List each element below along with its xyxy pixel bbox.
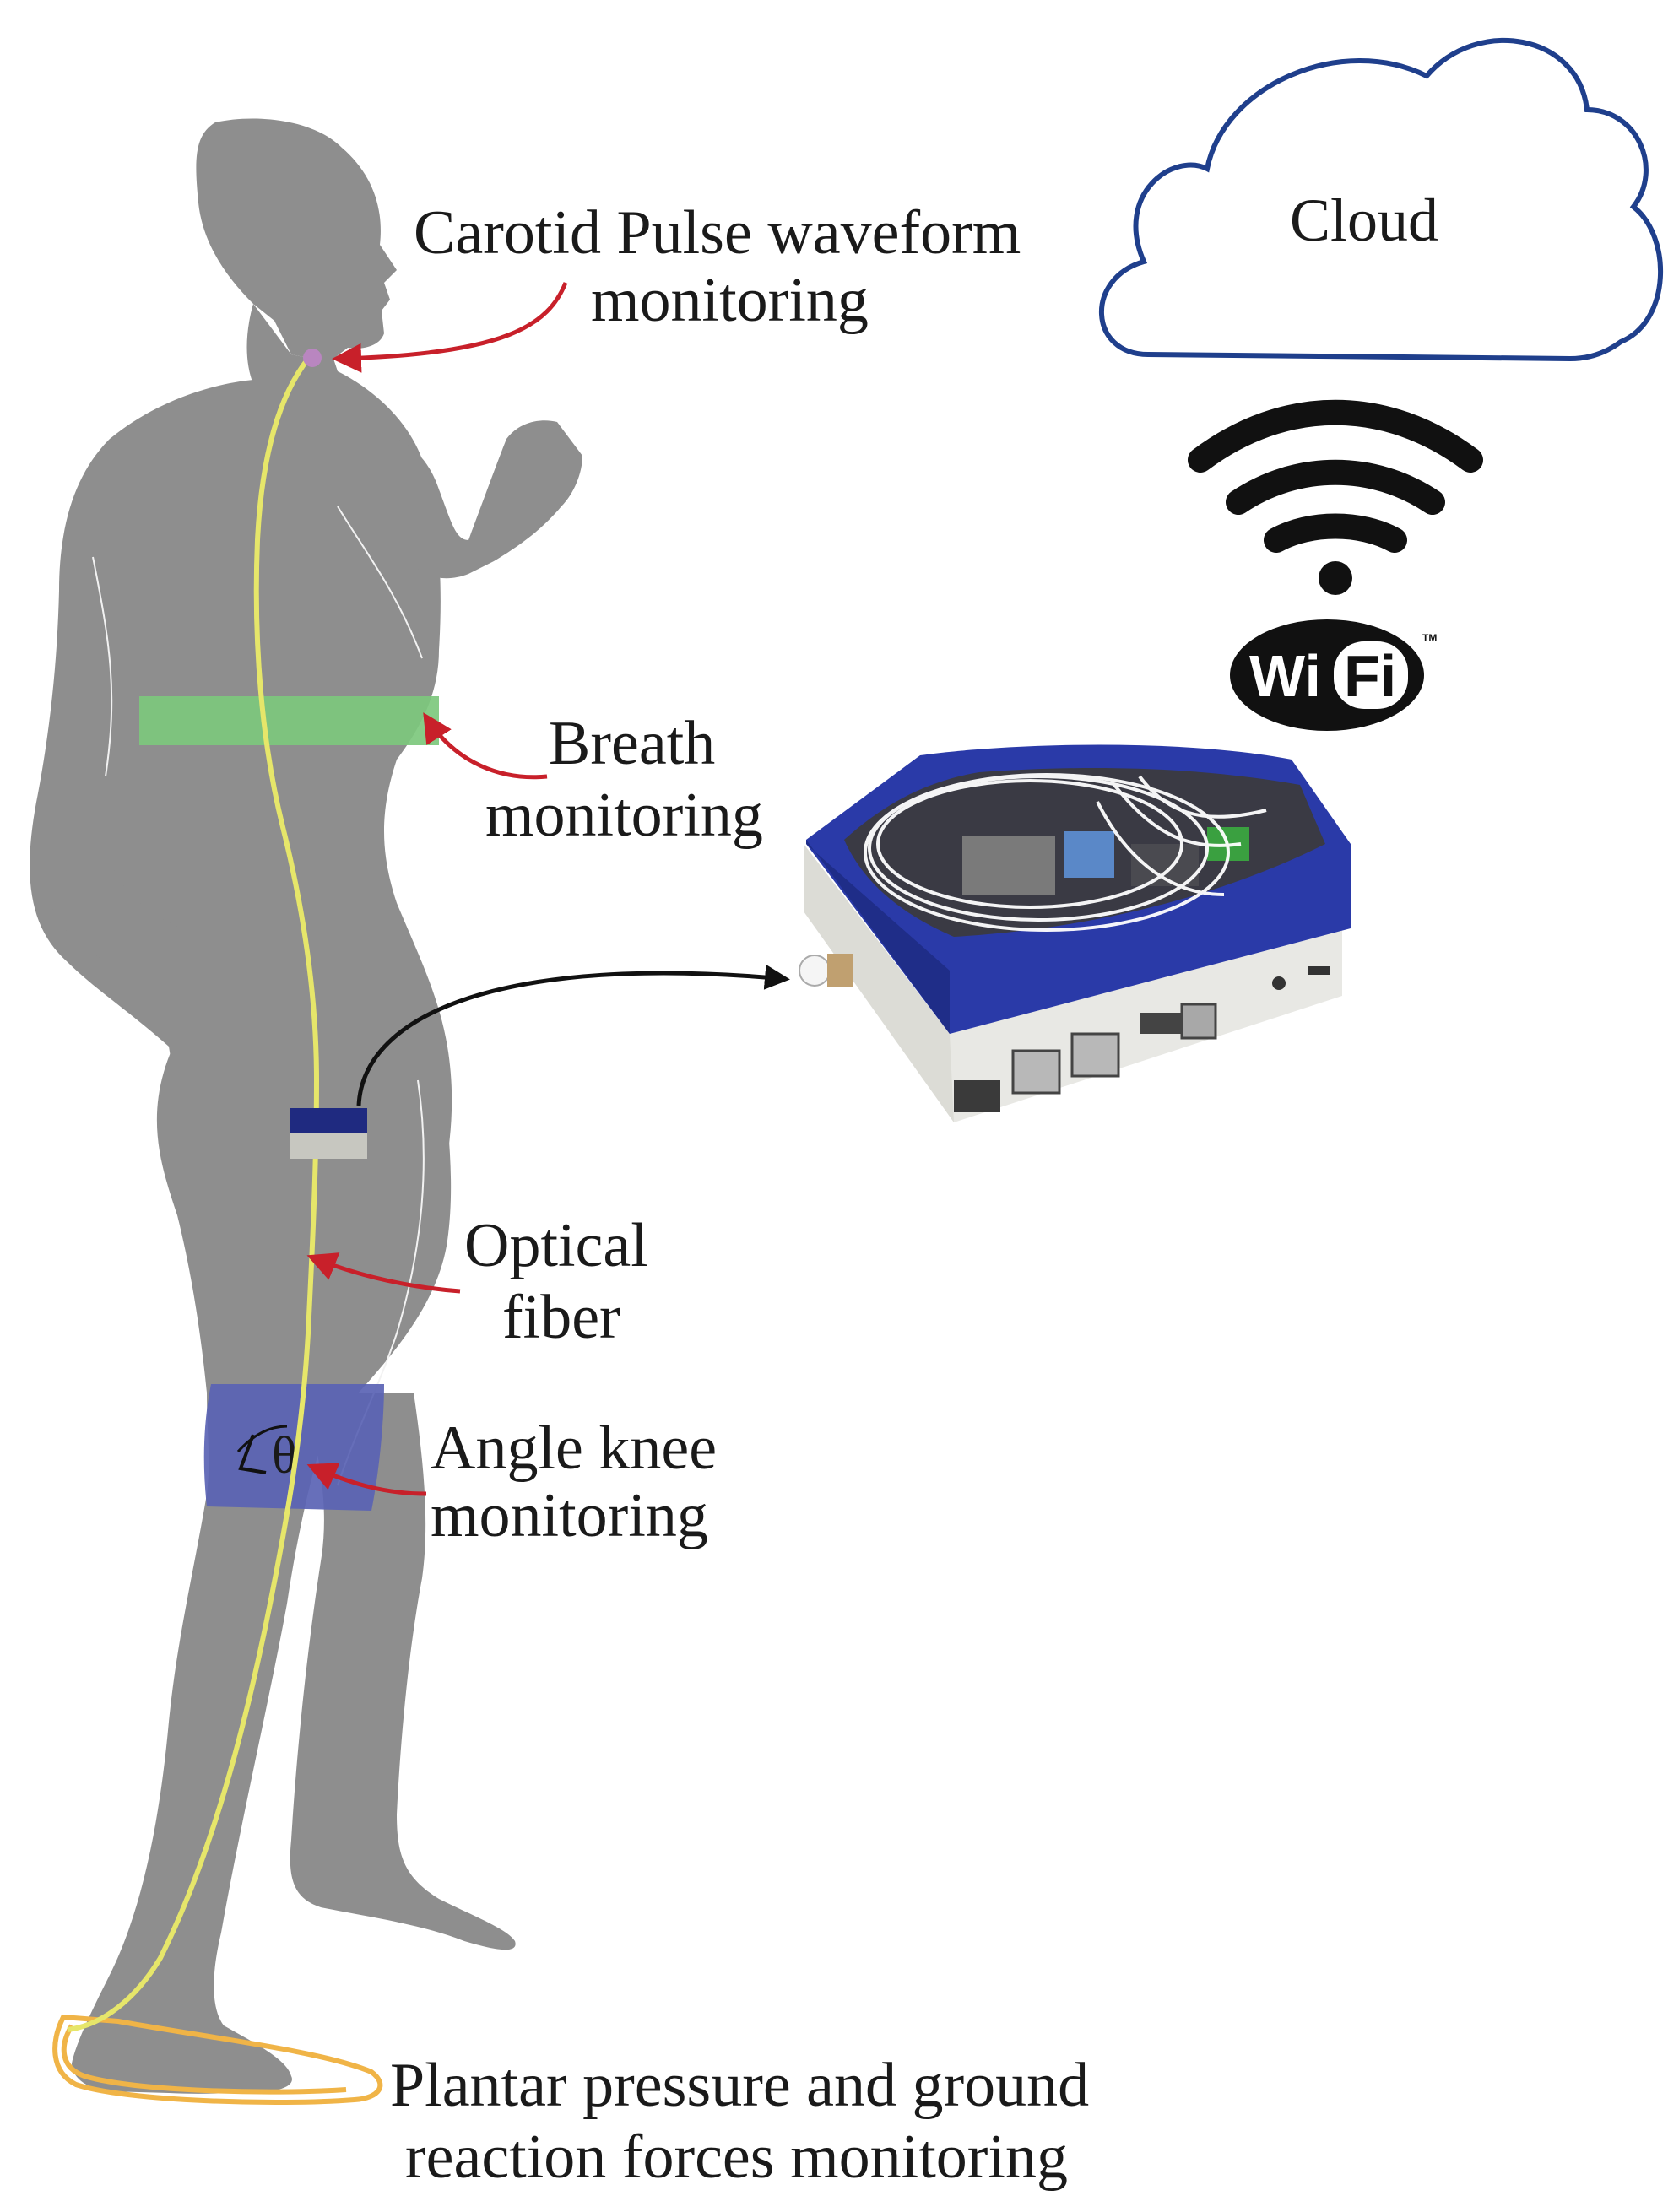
knee-label-line2: monitoring (431, 1481, 708, 1550)
plantar-label-line2: reaction forces monitoring (405, 2123, 1068, 2192)
wifi-dot (1319, 561, 1352, 595)
cloud-shape (1099, 37, 1664, 362)
plantar-label-line1: Plantar pressure and ground (390, 2051, 1089, 2120)
knee-angle-arc (236, 1425, 288, 1453)
breath-label-line2: monitoring (485, 781, 763, 850)
front-arm (329, 420, 582, 579)
human-silhouette (30, 118, 582, 2094)
breath-label-line1: Breath (549, 709, 715, 778)
wifi-logo-right: Fi (1344, 643, 1396, 709)
body-contour-line (337, 506, 423, 659)
insole (52, 2014, 383, 2105)
device-arrow (356, 964, 790, 1106)
knee-angle-mark (238, 1434, 267, 1474)
knee-arrow (306, 1463, 427, 1496)
optical-fiber (67, 357, 320, 2032)
back-arm (37, 540, 211, 980)
fiber-label-line1: Optical (464, 1211, 648, 1280)
interrogator-device (799, 744, 1351, 1122)
back-leg (72, 1393, 338, 2094)
breath-band (139, 696, 439, 745)
fiber-arrow (306, 1252, 461, 1294)
wifi-logo-left: Wi (1249, 643, 1321, 709)
wifi-logo: Wi Fi TM (1230, 619, 1437, 731)
fiber-connector-module (290, 1108, 367, 1159)
front-leg (290, 1393, 516, 1950)
cloud-label: Cloud (1290, 187, 1438, 254)
breath-arrow (423, 712, 548, 780)
torso (30, 371, 452, 1198)
carotid-sensor (303, 349, 322, 367)
head (196, 118, 397, 360)
fiber-label-line2: fiber (502, 1283, 620, 1352)
carotid-label-line2: monitoring (591, 266, 869, 335)
body-contour-line (92, 556, 113, 777)
wifi-trademark: TM (1422, 632, 1437, 644)
hips (156, 1047, 452, 1393)
carotid-label-line1: Carotid Pulse waveform (414, 198, 1021, 268)
carotid-arrow (332, 282, 568, 373)
knee-label-line1: Angle knee (431, 1414, 717, 1483)
wifi-icon (1188, 399, 1483, 553)
